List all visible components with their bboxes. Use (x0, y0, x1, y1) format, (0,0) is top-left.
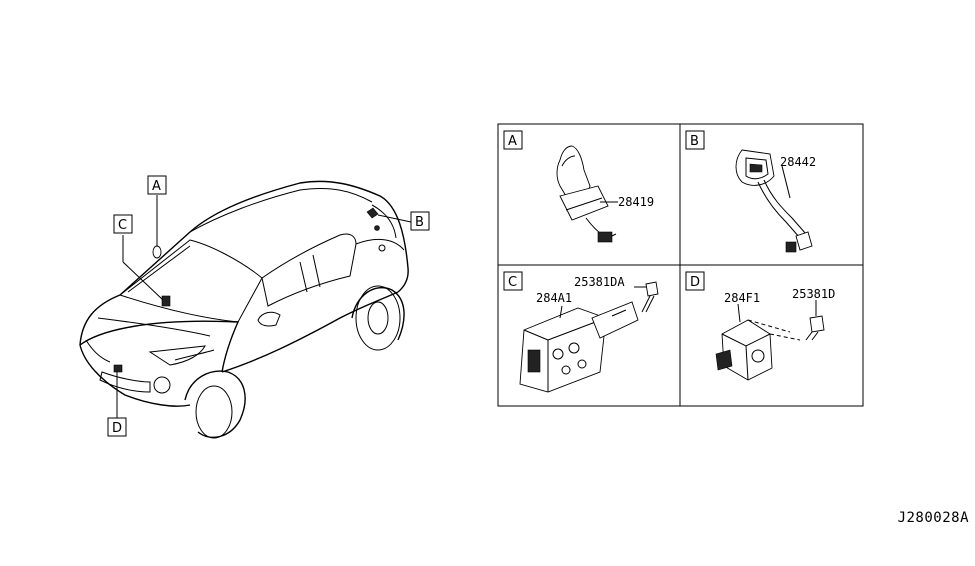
panel-b: B 28442 (685, 130, 816, 253)
bolt-25381d-illustration (805, 315, 825, 341)
callout-c-label: C (118, 218, 127, 233)
bolt-25381da-illustration (641, 281, 659, 313)
part-number-284f1: 284F1 (724, 291, 760, 305)
part-number-28419: 28419 (618, 195, 654, 209)
sensor-28419-illustration (556, 145, 617, 243)
panel-d-letter: D (690, 275, 700, 290)
callout-d: D (107, 417, 127, 437)
callout-c: C (113, 214, 133, 234)
part-number-25381d: 25381D (792, 287, 835, 301)
panel-a-letter: A (508, 134, 517, 149)
part-number-25381da: 25381DA (574, 275, 625, 289)
sensor-marker-d (113, 364, 123, 373)
sensor-marker-c (161, 295, 171, 307)
panel-a: A 28419 (503, 130, 654, 243)
panel-d: D 284F1 25381D (685, 271, 835, 381)
callout-a-label: A (152, 179, 161, 194)
callout-b-label: B (415, 215, 424, 230)
callout-b: B (410, 211, 430, 231)
panel-b-letter: B (690, 134, 699, 149)
sensor-284f1-illustration (715, 319, 801, 381)
leader-284f1 (737, 303, 741, 323)
leader-line-c2 (122, 261, 164, 301)
sensor-284a1-illustration (519, 301, 639, 393)
detail-grid (497, 123, 864, 407)
panel-c-letter: C (508, 275, 517, 290)
leader-284a1 (559, 305, 563, 319)
sensor-28442-illustration (735, 149, 813, 253)
sensor-marker-a (152, 245, 162, 259)
part-number-284a1: 284A1 (536, 291, 572, 305)
callout-a: A (147, 175, 167, 195)
leader-28442 (781, 165, 791, 199)
part-number-28442: 28442 (780, 155, 816, 169)
vehicle-illustration (79, 180, 409, 439)
sensor-marker-b (366, 207, 380, 231)
leader-line-b (377, 214, 412, 223)
diagram-id: J280028A (897, 510, 969, 526)
callout-d-label: D (112, 421, 122, 436)
panel-c: C 25381DA 284A1 (503, 271, 659, 393)
